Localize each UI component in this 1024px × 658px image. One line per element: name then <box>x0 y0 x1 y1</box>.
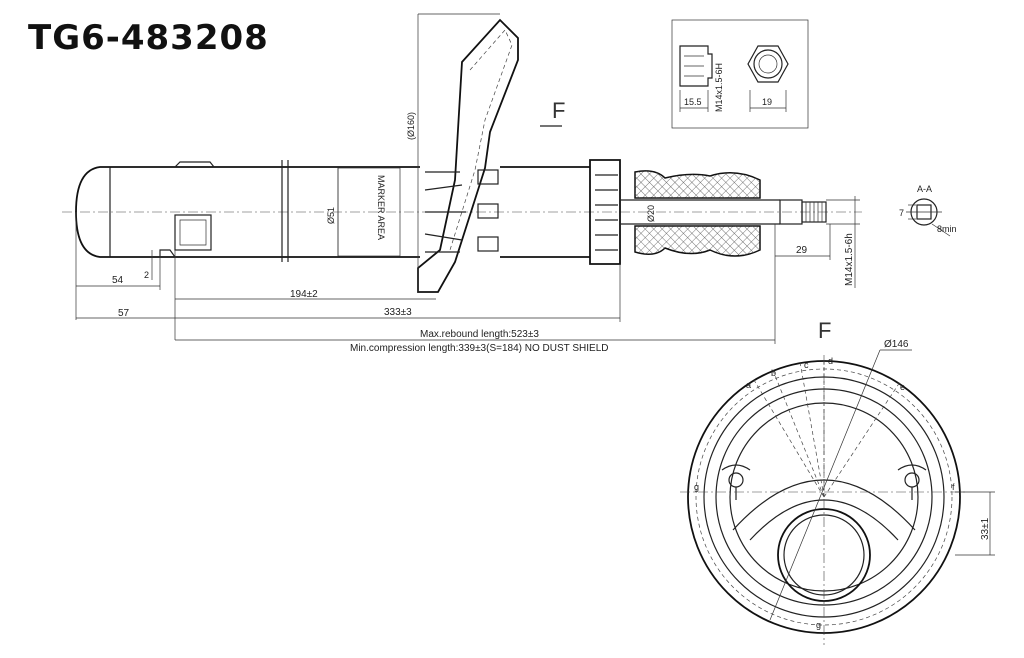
break-line <box>281 160 289 262</box>
nut-height-dim: 15.5 <box>684 97 702 107</box>
dia-51-label: Ø51 <box>326 207 336 224</box>
view-f-arrow-label: F <box>552 98 565 123</box>
knuckle-bracket <box>174 214 212 251</box>
section-aa-dim-7: 7 <box>899 208 904 218</box>
shock-absorber-side-view: MARKER AREA Ø51 (Ø160) <box>62 13 862 293</box>
nut-detail: 15.5 M14x1.5-6H 19 <box>671 19 809 129</box>
rod-thread-spec: M14x1.5-6h <box>844 233 855 286</box>
point-d: d <box>828 356 833 366</box>
nut-width-dim: 19 <box>762 97 772 107</box>
point-a: a <box>746 380 751 390</box>
point-b: b <box>771 368 776 378</box>
point-c: c <box>804 360 809 370</box>
dimensions: 54 2 194±2 57 333±3 Max.rebound length:5… <box>75 196 860 354</box>
keyhole-slot-right <box>897 464 927 500</box>
max-rebound-length: Max.rebound length:523±3 <box>420 329 539 340</box>
dia-20-label: Ø20 <box>646 205 656 222</box>
keyhole-slot-left <box>721 464 751 500</box>
dim-33: 33±1 <box>980 517 991 540</box>
dia-160-label: (Ø160) <box>406 112 416 140</box>
point-f: f <box>952 482 955 492</box>
point-g-left: g <box>694 482 699 492</box>
spring-seat <box>417 18 519 293</box>
diameter-leader <box>769 349 881 621</box>
dim-29: 29 <box>796 245 808 256</box>
dia-146-label: Ø146 <box>884 339 909 350</box>
nut-hex-front <box>747 45 789 83</box>
dim-2: 2 <box>144 270 149 280</box>
dim-194: 194±2 <box>290 289 318 300</box>
section-aa: A-A 7 8min <box>899 184 957 237</box>
section-aa-dim-8min: 8min <box>937 224 957 234</box>
dim-333: 333±3 <box>384 307 412 318</box>
point-g-bottom: g <box>816 620 821 630</box>
point-e: e <box>900 382 905 392</box>
view-f-plan: F <box>680 318 995 645</box>
dim-57: 57 <box>118 308 130 319</box>
nut-thread-spec: M14x1.5-6H <box>714 63 724 112</box>
marker-area-label: MARKER AREA <box>376 175 386 240</box>
view-f-label: F <box>818 318 831 343</box>
min-compression-length: Min.compression length:339±3(S=184) NO D… <box>350 343 608 354</box>
mounting-studs <box>477 169 499 252</box>
nut-detail-frame <box>671 19 809 129</box>
dim-54: 54 <box>112 275 124 286</box>
nut-side-view <box>679 45 713 87</box>
section-aa-label: A-A <box>917 184 932 194</box>
part-number-title: TG6-483208 <box>28 18 269 58</box>
